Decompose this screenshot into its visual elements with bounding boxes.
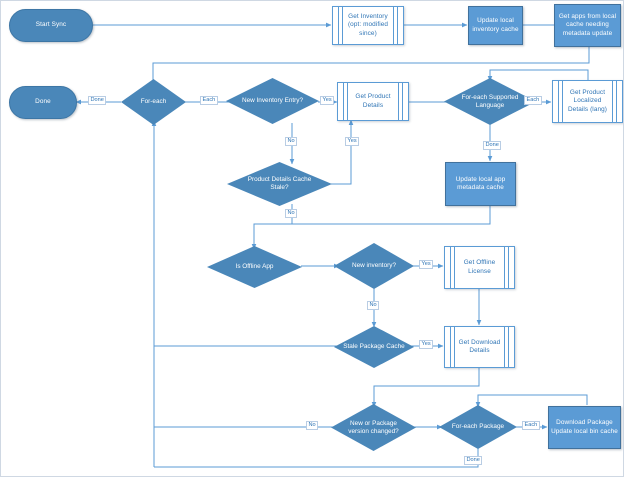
node-get-offline-license[interactable]: Get Offline License [444,246,515,289]
node-label: Done [35,98,51,106]
node-label: Is Offline App [235,263,274,270]
predefined-bar-right [612,81,617,122]
edge-cachestale-yes-to-productdetails [331,119,354,185]
node-label: Get Product Details [355,93,391,109]
predefined-bar-left [450,327,455,367]
predefined-bar-left [450,247,455,288]
predefined-bar-left [558,81,563,122]
edge-updateappmeta-to-offlinecolumn [254,206,491,225]
node-label: Update local inventory cache [472,17,519,33]
node-update-local-inventory-cache[interactable]: Update local inventory cache [468,6,523,45]
node-get-download-details[interactable]: Get Download Details [444,326,515,368]
edge-label-done-foreach: Done [88,96,107,105]
node-for-each-supported-language[interactable]: For-each Supported Language [444,78,536,125]
node-label: Product Details Cache Stale? [247,176,312,191]
node-label: Start Sync [35,21,67,29]
edge-join-to-isofflineapp [251,223,292,250]
node-label: Get Download Details [458,338,501,354]
node-update-local-app-metadata-cache[interactable]: Update local app metadata cache [445,162,516,206]
node-stale-package-cache[interactable]: Stale Package Cache [334,326,414,368]
node-label: Get Inventory (opt: modified since) [347,13,389,37]
edge-downloadpackage-loopback [475,394,588,408]
node-get-product-details[interactable]: Get Product Details [337,82,409,121]
node-label: Get Product Localized Details (lang) [567,89,608,113]
node-label: New or Package version changed? [348,419,399,435]
edge-label-no-new-inventory: No [367,301,380,310]
predefined-bar-right [504,327,509,367]
node-get-inventory[interactable]: Get Inventory (opt: modified since) [332,6,404,45]
edge-label-yes-new-inventory: Yes [419,260,434,269]
edge-label-done-package: Done [464,456,483,465]
node-label: Download Package Update local bin cache [551,419,618,435]
predefined-bar-right [393,7,398,44]
node-new-inventory-entry[interactable]: New Inventory Entry? [226,78,319,124]
node-get-apps-from-local-cache[interactable]: Get apps from local cache needing metada… [554,4,621,47]
node-label: Get apps from local cache needing metada… [558,13,617,37]
edge-label-done-lang: Done [483,141,502,150]
edge-downloaddetails-to-pkgchanged [371,368,480,408]
node-label: For-each Supported Language [461,93,519,109]
node-start-sync[interactable]: Start Sync [9,9,93,42]
predefined-bar-right [504,247,509,288]
edge-label-no-cache-stale: No [285,209,298,218]
edge-label-no-new-entry: No [285,137,298,146]
edge-label-each-lang: Each [524,96,542,105]
edge-localized-loopback-to-foreachlang [487,69,589,82]
edge-label-each-foreach: Each [200,96,218,105]
node-label: New inventory? [351,262,397,269]
edge-label-no-package-changed: No [306,421,319,430]
node-product-details-cache-stale[interactable]: Product Details Cache Stale? [227,162,332,206]
predefined-bar-left [338,7,343,44]
node-label: New Inventory Entry? [241,97,304,104]
edge-label-yes-stale-package: Yes [419,340,434,349]
edge-getapps-to-foreach [150,47,590,87]
node-new-inventory[interactable]: New inventory? [334,243,414,289]
predefined-bar-left [343,83,348,120]
node-label: For-each [140,98,167,105]
edge-label-yes-new-entry: Yes [320,96,335,105]
node-for-each-package[interactable]: For-each Package [439,405,517,449]
node-get-product-localized-details[interactable]: Get Product Localized Details (lang) [552,80,623,123]
predefined-bar-right [398,83,403,120]
node-for-each[interactable]: For-each [121,79,186,125]
node-label: Update local app metadata cache [455,175,506,191]
node-label: For-each Package [451,423,505,430]
node-label: Stale Package Cache [343,343,405,350]
edge-label-each-package: Each [522,421,540,430]
node-done[interactable]: Done [9,86,77,119]
edge-foreachpackage-done-to-returnline [154,448,479,468]
edge-label-yes-cache-stale: Yes [345,137,360,146]
node-is-offline-app[interactable]: Is Offline App [207,246,302,288]
node-download-package-update-local-bin-cache[interactable]: Download Package Update local bin cache [548,406,621,449]
node-new-or-package-version-changed[interactable]: New or Package version changed? [331,404,416,451]
node-label: Get Offline License [463,259,496,275]
